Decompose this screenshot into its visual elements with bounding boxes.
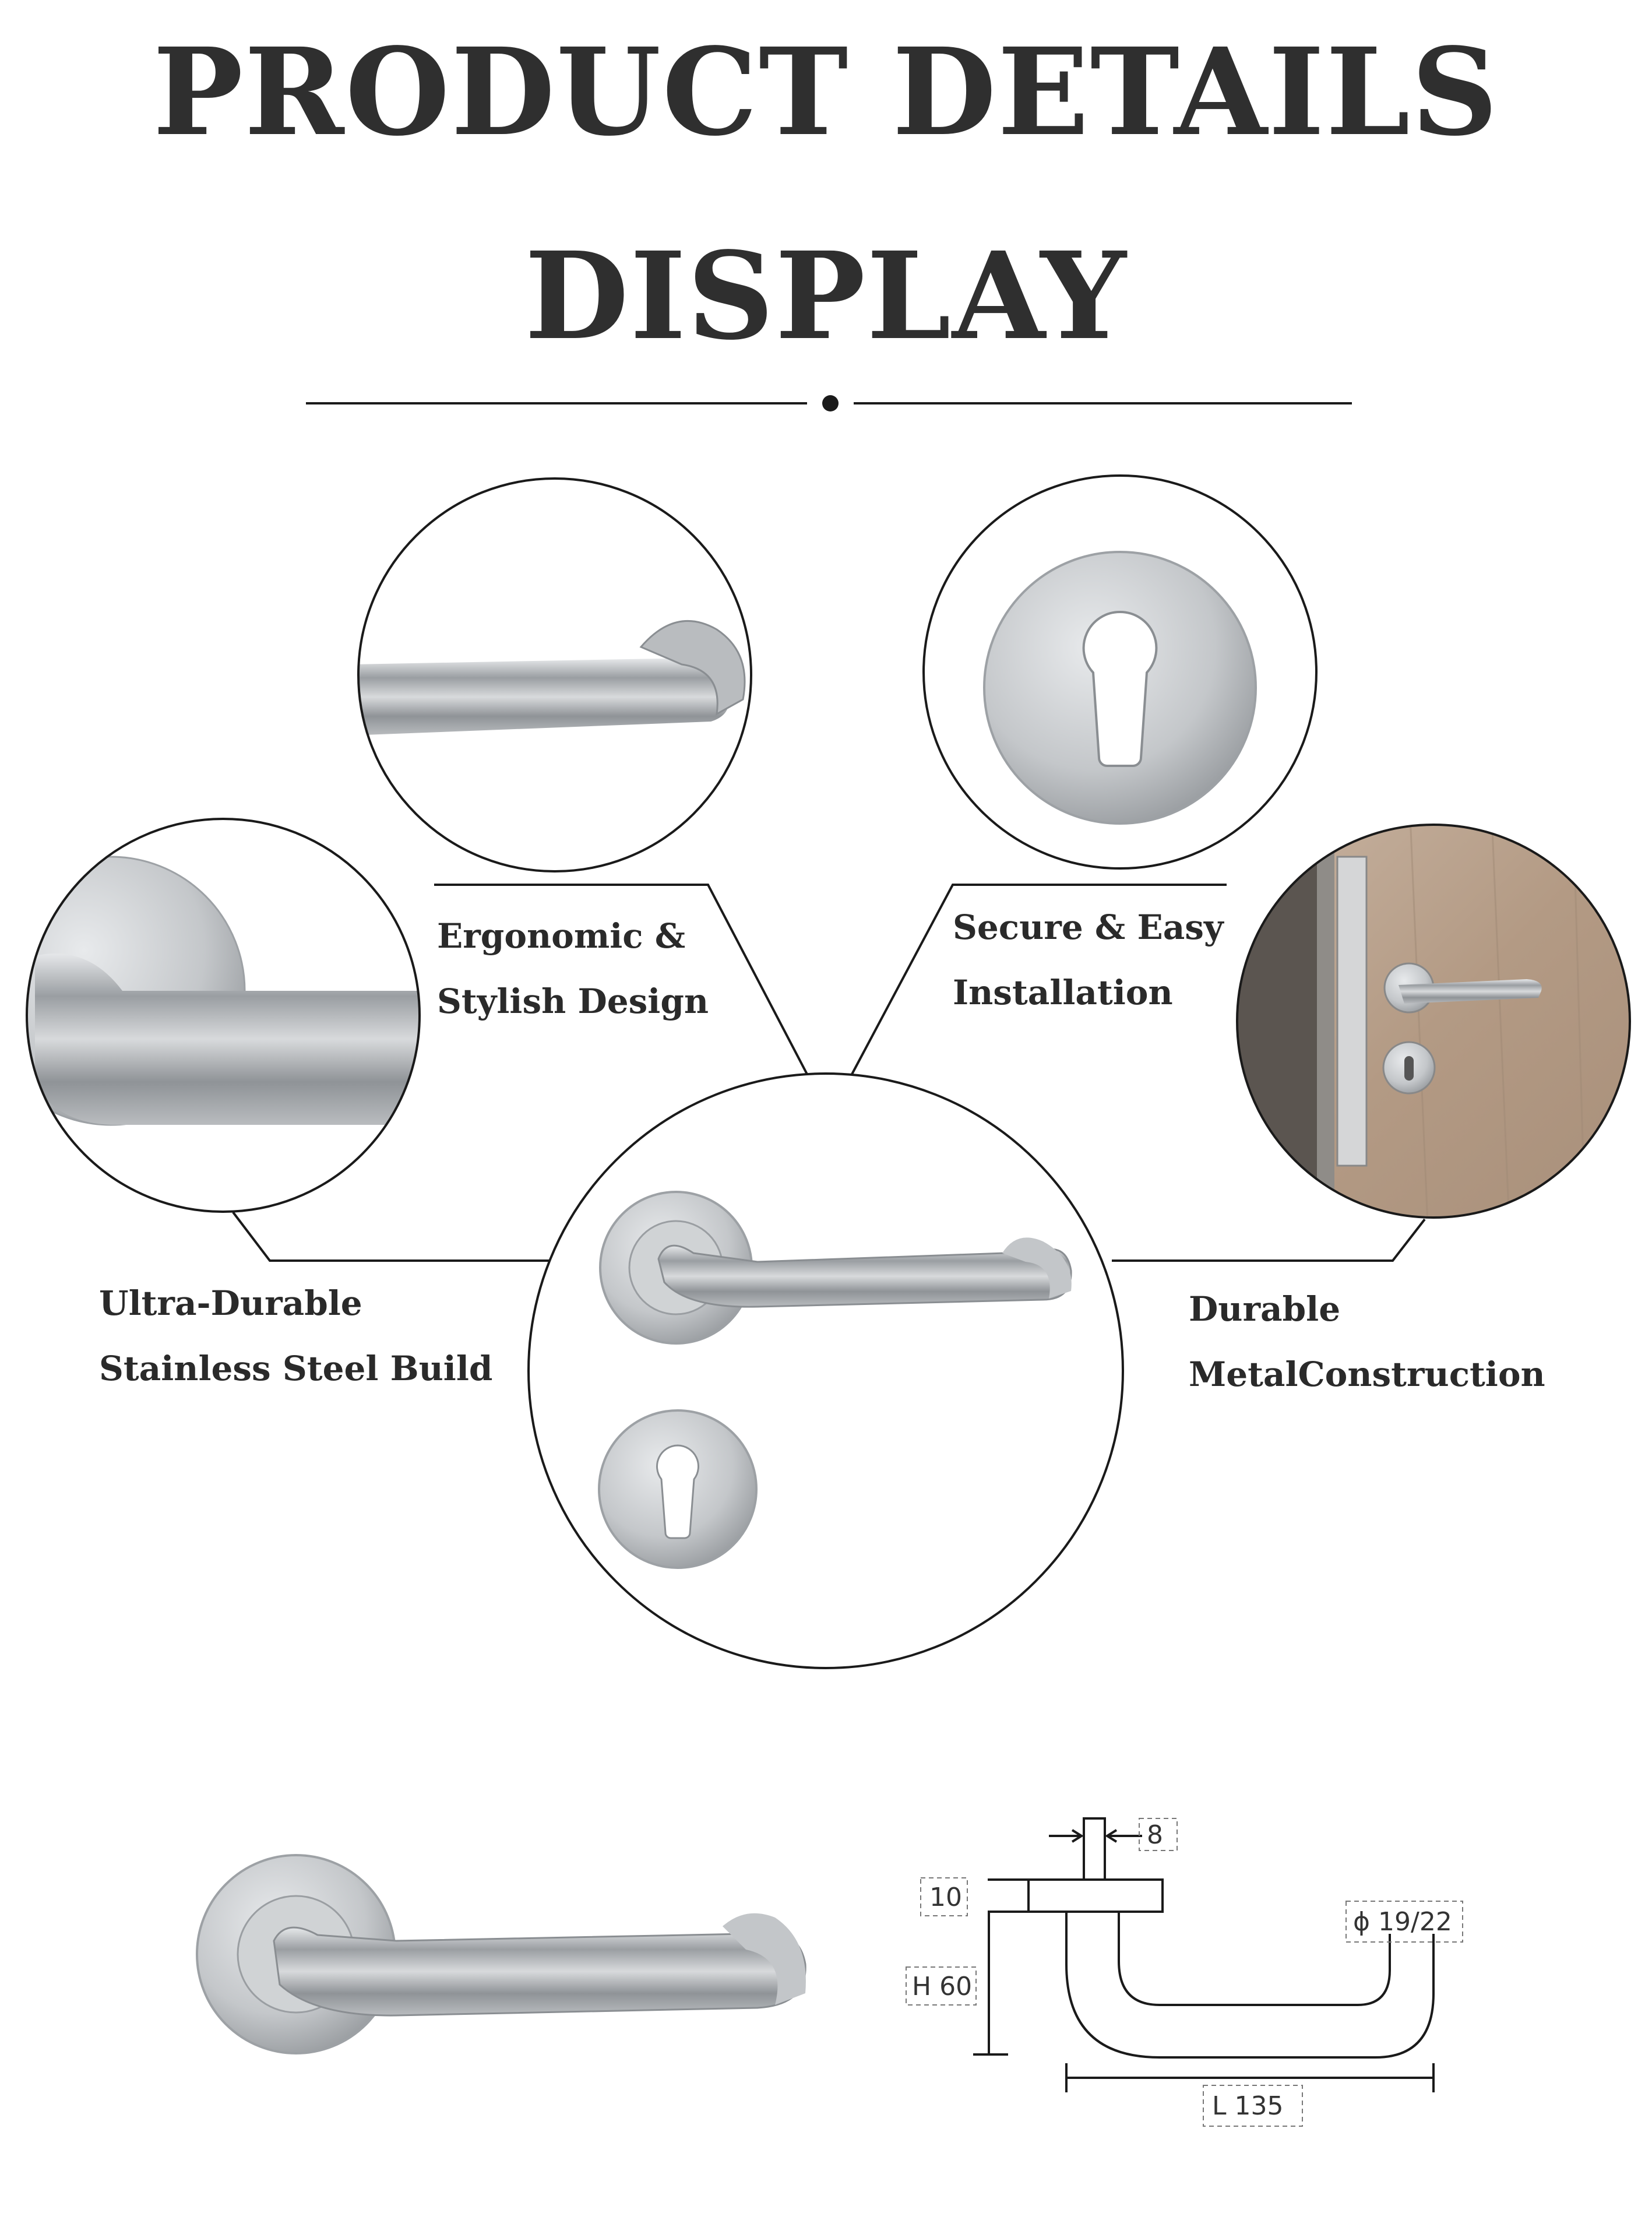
dim-thickness: 10	[929, 1883, 962, 1912]
product-photo	[196, 1854, 806, 2054]
feature-durable-steel-line2: Stainless Steel Build	[99, 1349, 493, 1388]
detail-circle-lever	[357, 477, 752, 872]
title-divider	[306, 395, 1352, 411]
feature-ergonomic-line1: Ergonomic &	[437, 916, 686, 956]
feature-ergonomic-line2: Stylish Design	[437, 981, 709, 1021]
dim-length: L 135	[1212, 2091, 1283, 2121]
feature-secure: Secure & Easy Installation	[953, 895, 1224, 1025]
detail-circle-product	[527, 1072, 1124, 1669]
dim-diameter: ϕ 19/22	[1353, 1907, 1452, 1937]
feature-durable-metal-line2: MetalConstruction	[1189, 1354, 1545, 1394]
feature-durable-steel: Ultra-Durable Stainless Steel Build	[99, 1271, 492, 1401]
detail-circle-lever-base	[26, 818, 421, 1213]
feature-durable-metal: Durable MetalConstruction	[1189, 1276, 1545, 1407]
feature-durable-steel-line1: Ultra-Durable	[99, 1283, 362, 1323]
feature-secure-line2: Installation	[953, 973, 1173, 1012]
feature-secure-line1: Secure & Easy	[953, 907, 1224, 947]
dim-height: H 60	[912, 1972, 972, 2001]
dim-width: 8	[1147, 1820, 1163, 1850]
detail-circle-escutcheon	[922, 474, 1318, 870]
feature-ergonomic: Ergonomic & Stylish Design	[437, 903, 709, 1034]
feature-durable-metal-line1: Durable	[1189, 1289, 1341, 1329]
page-title-line2: DISPLAY	[524, 226, 1128, 367]
callout-connectors	[232, 884, 1426, 1262]
technical-drawing	[906, 1817, 1463, 2127]
page-title-line1: PRODUCT DETAILS	[153, 22, 1499, 163]
detail-circle-door	[1236, 824, 1631, 1219]
